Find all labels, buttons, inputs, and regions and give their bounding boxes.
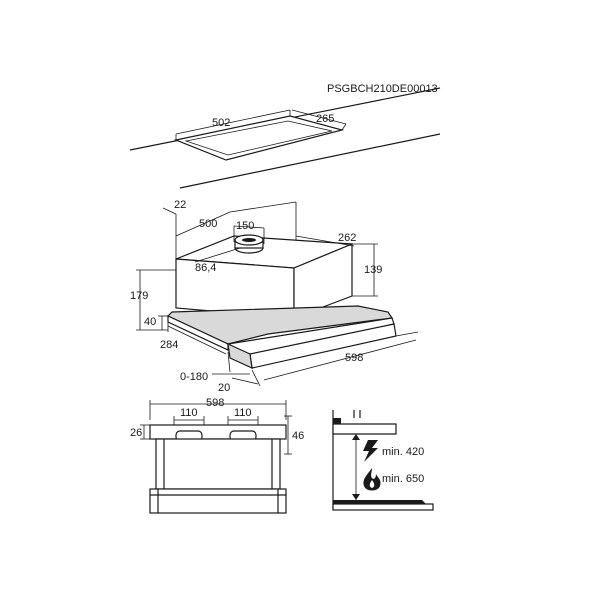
hood-drawing [136,201,419,387]
flame-inner-icon [369,480,375,488]
flame-icon [363,468,381,491]
hole-left-label: 110 [180,407,198,419]
outlet-diameter-label: 86,4 [195,262,216,274]
body-width-label: 500 [199,218,217,230]
gas-clearance-label: min. 650 [382,473,424,485]
product-code: PSGBCH210DE00013 [327,83,438,95]
clearance-drawing [332,410,434,511]
depth-label: 284 [160,339,178,351]
cooktop-depth-label: 265 [316,113,334,125]
front-height-label: 40 [144,316,156,328]
front-gap-label: 20 [218,382,230,394]
outlet-offset-label: 150 [236,220,254,232]
right-height-label: 46 [292,430,304,442]
lightning-icon [363,440,378,462]
total-height-label: 179 [130,290,148,302]
rear-offset-label: 22 [174,199,186,211]
left-height-label: 26 [130,427,142,439]
body-depth-label: 262 [338,232,356,244]
body-height-label: 139 [364,264,382,276]
cooktop-width-label: 502 [212,117,230,129]
hole-right-label: 110 [234,407,252,419]
front-view-drawing [140,400,292,514]
cooktop-drawing [129,87,441,189]
total-width-label: 598 [345,352,363,364]
extension-label: 0-180 [180,371,208,383]
front-width-label: 598 [206,397,224,409]
electric-clearance-label: min. 420 [382,446,424,458]
